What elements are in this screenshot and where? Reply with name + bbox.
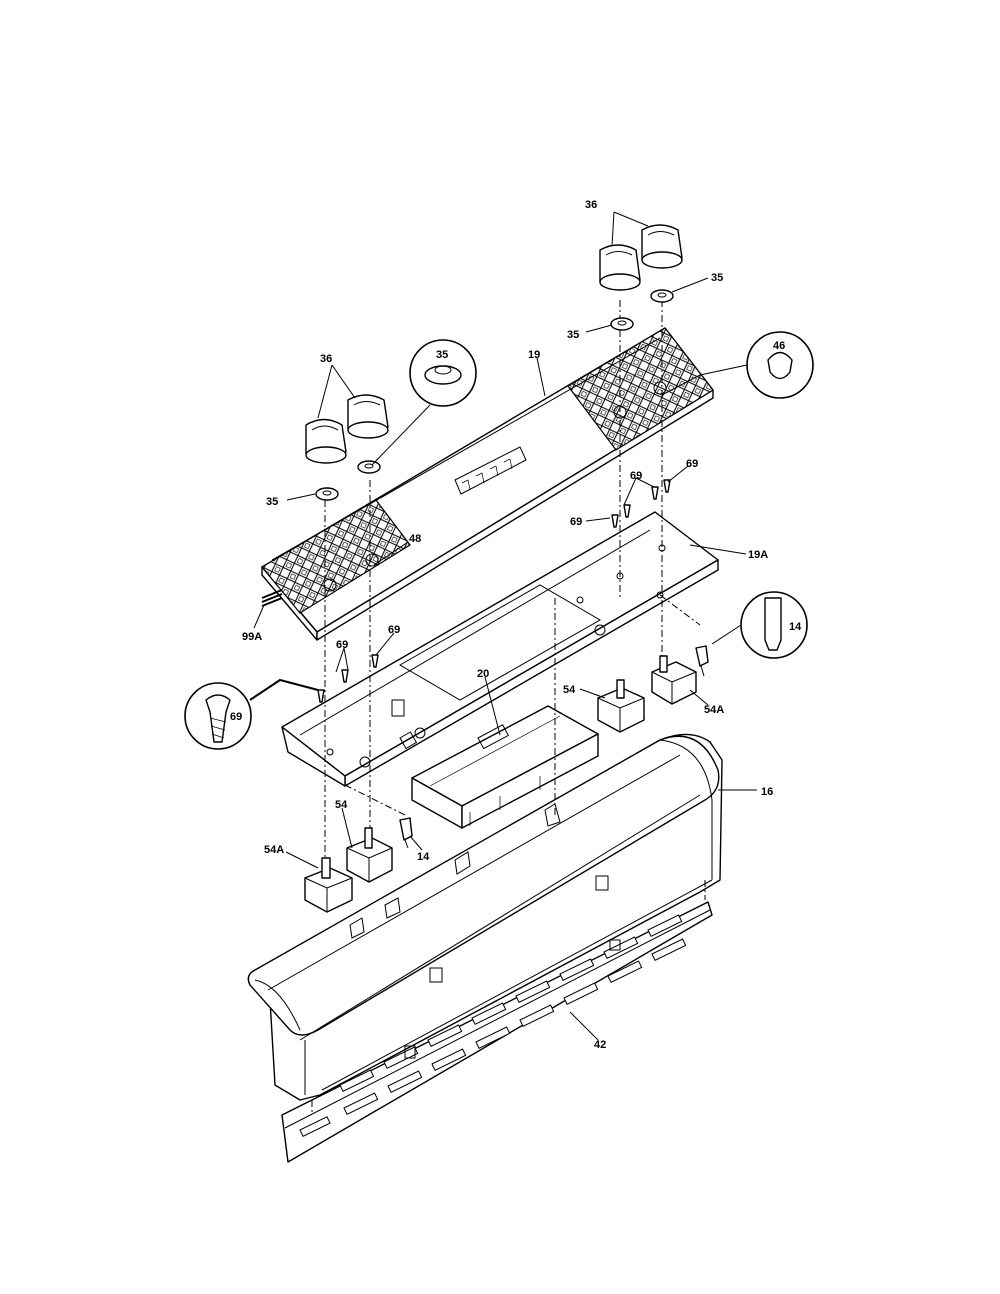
knob-part-36 — [641, 224, 683, 269]
label-69-l1: 69 — [336, 639, 348, 651]
label-42: 42 — [594, 1039, 606, 1051]
knob-part-36 — [347, 394, 389, 439]
label-46: 46 — [773, 340, 785, 352]
screws-part-69 — [317, 479, 671, 703]
control-board-part-20 — [411, 705, 599, 829]
wire-harness-part-99A — [261, 589, 283, 607]
control-panel-logo — [454, 446, 527, 495]
label-20: 20 — [477, 668, 489, 680]
label-35-right-mid: 35 — [567, 329, 579, 341]
label-54-right: 54 — [563, 684, 576, 696]
knob-part-36 — [599, 244, 641, 291]
detail-bubble-46 — [661, 331, 814, 399]
switch-part-54 — [597, 679, 645, 733]
label-35-bubble: 35 — [436, 349, 448, 361]
label-19: 19 — [528, 349, 540, 361]
label-48: 48 — [409, 533, 421, 545]
detail-bubble-35 — [371, 339, 477, 466]
control-knobs-right — [599, 224, 683, 291]
label-36-right: 36 — [585, 199, 597, 211]
label-14-left: 14 — [417, 851, 430, 863]
label-54-left: 54 — [335, 799, 348, 811]
label-35-left: 35 — [266, 496, 278, 508]
control-panel-bracket-part-19A — [281, 511, 719, 787]
vent-trim-part-42 — [281, 901, 713, 1163]
label-69-bubble: 69 — [230, 711, 242, 723]
label-69-l2: 69 — [388, 624, 400, 636]
label-54A-right: 54A — [704, 704, 724, 716]
switch-part-54 — [346, 827, 393, 883]
indicator-lamp-part-14 — [399, 817, 413, 849]
label-69-r1: 69 — [630, 470, 642, 482]
detail-bubble-69 — [184, 678, 319, 750]
label-69-r3: 69 — [570, 516, 582, 528]
knob-rings-part-35 — [315, 289, 674, 501]
control-panel-part-19 — [261, 327, 714, 641]
assembly-lines — [311, 300, 706, 1115]
label-19A: 19A — [748, 549, 768, 561]
vent-slots — [299, 914, 687, 1137]
label-54A-left: 54A — [264, 844, 284, 856]
knob-part-36 — [305, 418, 347, 464]
control-knobs-left — [305, 394, 389, 464]
label-16: 16 — [761, 786, 773, 798]
switch-part-54A — [651, 655, 697, 705]
label-14-bubble: 14 — [789, 621, 802, 633]
label-36-left: 36 — [320, 353, 332, 365]
callout-labels: 36 35 35 19 46 36 35 35 48 69 69 69 19A … — [230, 199, 802, 1051]
label-99A: 99A — [242, 631, 262, 643]
backguard-part-16 — [247, 733, 723, 1101]
indicator-lamp-part-14 — [695, 645, 709, 677]
label-69-r2: 69 — [686, 458, 698, 470]
detail-bubble-14 — [711, 591, 808, 659]
switch-part-54A — [304, 857, 353, 913]
leader-lines — [253, 211, 757, 1041]
label-35-right-top: 35 — [711, 272, 723, 284]
